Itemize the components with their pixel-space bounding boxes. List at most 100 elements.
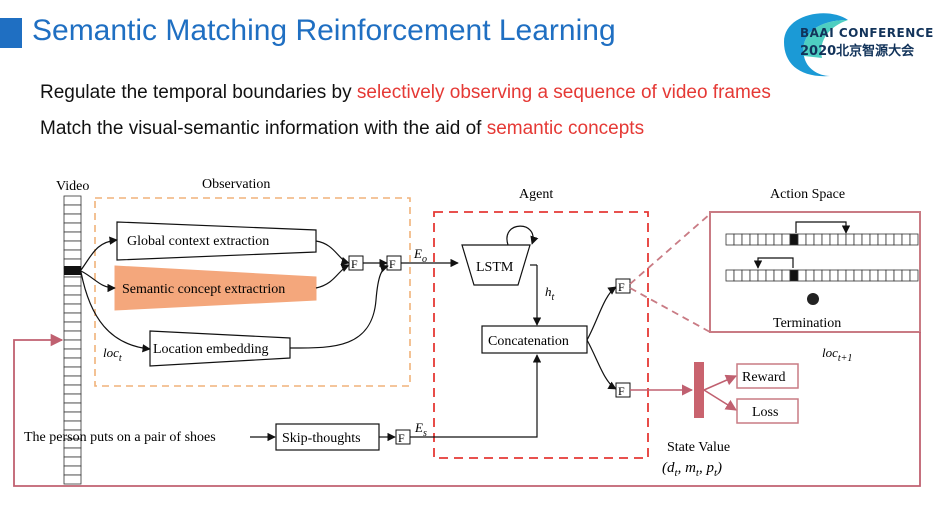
timeline-cell <box>757 233 767 246</box>
video-frame-cell <box>63 285 82 296</box>
observation-label: Observation <box>202 177 270 192</box>
timeline-cell <box>741 233 751 246</box>
timeline-cell <box>869 233 879 246</box>
semantic-concept-block <box>114 265 317 311</box>
video-frame-cell <box>63 420 82 431</box>
video-frame-cell <box>63 231 82 242</box>
global-context-block <box>116 221 317 261</box>
arrow-to-reward <box>703 374 738 391</box>
timeline-cell <box>765 233 775 246</box>
state-value-formula: (dt, mt, pt) <box>662 460 722 479</box>
value-bar <box>694 362 704 418</box>
h-t-label: ht <box>545 284 555 303</box>
video-label: Video <box>56 179 89 194</box>
video-frame-cell <box>63 402 82 413</box>
logo-line-1: BAAI CONFERENCE <box>800 26 933 40</box>
arrow-video-semantic <box>80 270 116 293</box>
timeline-cell <box>861 233 871 246</box>
timeline-cell <box>829 233 839 246</box>
arrow-video-global <box>80 236 118 271</box>
action-projection-bottom <box>629 287 711 333</box>
location-embedding-block <box>149 330 291 367</box>
loc-t-label: loct <box>103 345 122 364</box>
loss-box <box>736 398 799 424</box>
agent-box <box>433 211 649 459</box>
e-o-label: Eo <box>413 246 427 265</box>
slide-title: Semantic Matching Reinforcement Learning <box>32 14 616 47</box>
timeline-cell <box>853 269 863 282</box>
video-frame-cell <box>63 447 82 458</box>
query-sentence: The person puts on a pair of shoes <box>24 430 216 445</box>
timeline-cell <box>901 269 911 282</box>
lstm-recurrence-arrow <box>506 225 539 246</box>
timeline-cell <box>805 269 815 282</box>
timeline-cell <box>885 233 895 246</box>
timeline-cell <box>749 269 759 282</box>
timeline-cell <box>861 269 871 282</box>
timeline-cell <box>877 269 887 282</box>
timeline-cell <box>813 233 823 246</box>
feedback-loop-arrow <box>13 332 921 487</box>
skip-thoughts-label: Skip-thoughts <box>282 431 361 446</box>
loss-label: Loss <box>752 405 778 420</box>
video-frame-cell <box>63 276 82 287</box>
video-frame-cell <box>63 321 82 332</box>
lstm-block <box>461 244 531 286</box>
agent-label: Agent <box>519 187 553 202</box>
timeline-cell <box>781 269 791 282</box>
move-left-arrow <box>753 257 794 269</box>
global-context-label: Global context extraction <box>127 234 269 249</box>
video-frame-cell <box>63 384 82 395</box>
timeline-cell <box>773 233 783 246</box>
arrow-video-location <box>80 271 151 353</box>
timeline-cell <box>893 269 903 282</box>
video-frame-cell <box>63 249 82 260</box>
timeline-cell <box>909 233 919 246</box>
video-frame-cell <box>63 375 82 386</box>
arrow-semantic-fusion <box>315 264 350 289</box>
semantic-concept-label: Semantic concept extractrion <box>122 282 285 297</box>
arrow-concat-value <box>586 339 617 390</box>
timeline-cell <box>797 269 807 282</box>
timeline-cell <box>733 269 743 282</box>
timeline-cell <box>845 233 855 246</box>
termination-dot <box>807 293 819 305</box>
action-row-1 <box>725 233 919 246</box>
title-accent-bar <box>0 18 22 48</box>
bullet-2-highlight: semantic concepts <box>486 118 645 139</box>
timeline-cell <box>893 233 903 246</box>
fusion-label-value: F <box>618 384 625 398</box>
fusion-label-sentence: F <box>398 431 405 445</box>
e-s-label: Es <box>414 420 427 439</box>
timeline-cell <box>837 233 847 246</box>
timeline-cell <box>901 233 911 246</box>
timeline-cell <box>733 233 743 246</box>
arrow-to-loss <box>703 389 737 411</box>
timeline-cell <box>765 269 775 282</box>
video-frame-cell <box>63 195 82 206</box>
timeline-cell <box>781 233 791 246</box>
video-frame-cell <box>63 222 82 233</box>
timeline-cell <box>821 269 831 282</box>
selected-frame <box>64 266 81 275</box>
fusion-label-action: F <box>618 280 625 294</box>
loc-t1-label: loct+1 <box>822 345 852 364</box>
timeline-cell <box>725 269 735 282</box>
video-frame-cell <box>63 204 82 215</box>
move-right-arrow <box>795 221 851 234</box>
video-frame-cell <box>63 240 82 251</box>
video-frame-cell <box>63 474 82 485</box>
timeline-cell <box>869 269 879 282</box>
video-frame-cell <box>63 357 82 368</box>
skip-thoughts-block <box>275 423 380 451</box>
timeline-cell <box>821 233 831 246</box>
timeline-cell <box>773 269 783 282</box>
fusion-label-2: F <box>389 257 396 271</box>
video-frame-cell <box>63 393 82 404</box>
bullet-1: Regulate the temporal boundaries by sele… <box>40 82 771 104</box>
timeline-cell <box>797 233 807 246</box>
arrow-es-concat <box>410 354 542 438</box>
timeline-cell <box>813 269 823 282</box>
action-row-2 <box>725 269 919 282</box>
